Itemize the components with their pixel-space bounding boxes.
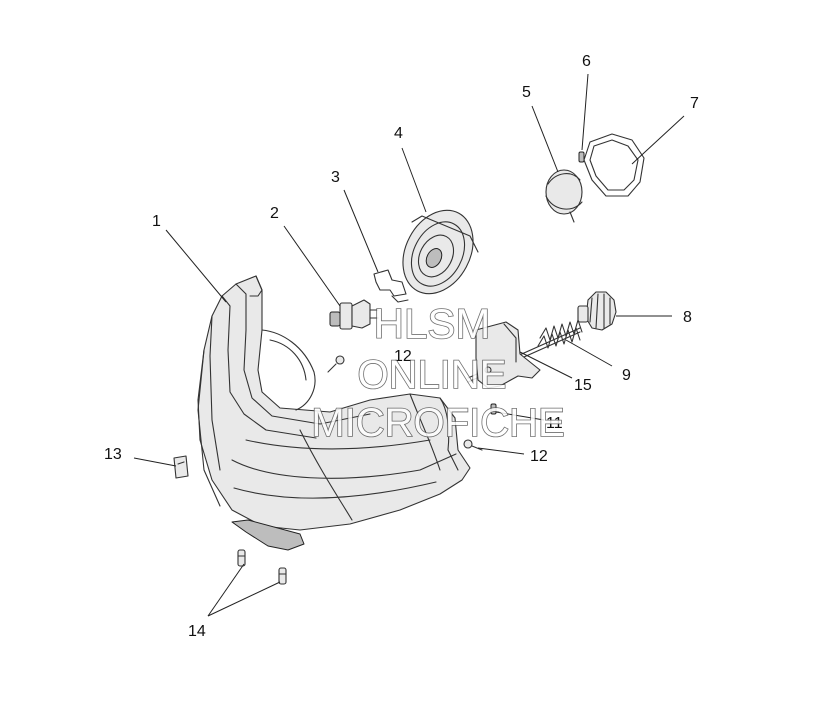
- screw-lower: [463, 439, 483, 451]
- leader-14-right: [207, 581, 281, 617]
- small-clip: [490, 403, 497, 415]
- callout-15: 15: [574, 377, 592, 394]
- callout-9: 9: [622, 367, 631, 384]
- callout-14: 14: [188, 623, 206, 640]
- leader-3: [343, 189, 379, 273]
- callout-13: 13: [104, 446, 122, 463]
- bulb-cover: [402, 209, 479, 295]
- callout-6: 6: [582, 53, 591, 70]
- fastener-left: [237, 549, 246, 567]
- callout-5: 5: [522, 84, 531, 101]
- callout-7: 7: [690, 95, 699, 112]
- callout-12-lower: 12: [530, 448, 548, 465]
- position-lamp-cap: [545, 169, 583, 223]
- leader-12-lower: [477, 447, 525, 455]
- leader-11: [495, 411, 545, 421]
- watermark: HLSM ONLINE MICROFICHE: [311, 299, 566, 446]
- callout-11: 11: [546, 415, 563, 432]
- callout-2: 2: [270, 205, 279, 222]
- bulb: [329, 299, 379, 330]
- small-pin: [578, 151, 585, 163]
- callout-4: 4: [394, 125, 403, 142]
- leader-2: [283, 225, 341, 307]
- watermark-line-2: ONLINE: [358, 353, 507, 397]
- gasket: [583, 133, 645, 197]
- leader-5: [531, 105, 559, 173]
- callout-12-upper: 12: [394, 348, 412, 365]
- bulb-retaining-clip: [373, 269, 409, 303]
- leader-4: [401, 147, 427, 213]
- fastener-right: [278, 567, 287, 585]
- callout-8: 8: [683, 309, 692, 326]
- leader-6: [581, 73, 589, 151]
- callout-1: 1: [152, 213, 161, 230]
- leader-7: [631, 115, 685, 165]
- callout-3: 3: [331, 169, 340, 186]
- watermark-line-3: MICROFICHE: [311, 401, 564, 445]
- headlight-housing: [197, 275, 471, 551]
- speed-nut: [173, 455, 189, 479]
- adjuster-knob: [577, 291, 617, 331]
- leader-9: [565, 339, 613, 367]
- adjuster-spring: [537, 319, 583, 349]
- leader-1: [165, 229, 227, 303]
- leader-14-left: [207, 563, 245, 617]
- adjuster-bracket: [467, 321, 581, 389]
- screw-upper: [327, 355, 345, 373]
- watermark-line-1: HLSM: [374, 300, 491, 347]
- leader-13: [133, 457, 177, 467]
- leader-15: [519, 351, 573, 379]
